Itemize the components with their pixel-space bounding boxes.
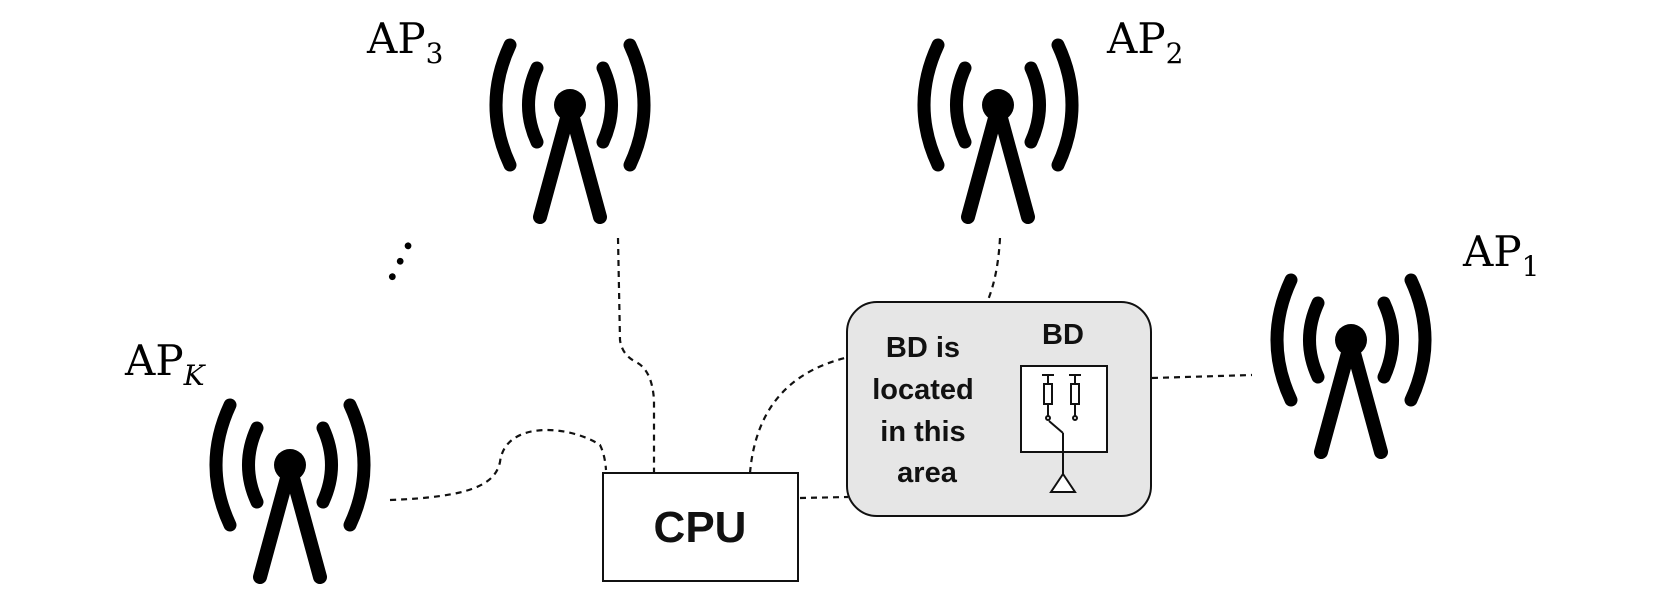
ap3-label: AP3	[366, 14, 443, 70]
link-apk-cpu	[389, 429, 608, 502]
link-cpu-bd-straight	[799, 495, 849, 500]
bd-area	[846, 301, 1152, 517]
ap2-label: AP2	[1106, 14, 1183, 70]
link-ap2-bd	[986, 237, 1002, 301]
link-cpu-bd-curve	[748, 356, 846, 474]
apk-label: APK	[124, 336, 207, 392]
antenna-icon	[924, 45, 1072, 217]
ap1-label: AP1	[1462, 227, 1539, 283]
link-bd-ap1	[1151, 373, 1253, 380]
antenna-icon	[1277, 280, 1425, 452]
ellipsis: …	[349, 218, 426, 292]
bd-title: BD	[1042, 319, 1084, 351]
antenna-icon	[496, 45, 644, 217]
link-ap3-cpu	[616, 237, 656, 473]
cpu-label: CPU	[654, 503, 747, 552]
cpu-box	[602, 472, 799, 582]
bd-circuit-icon	[1020, 365, 1108, 493]
antenna-icon	[216, 405, 364, 577]
bd-area-description: BD is located in this area	[872, 332, 982, 489]
